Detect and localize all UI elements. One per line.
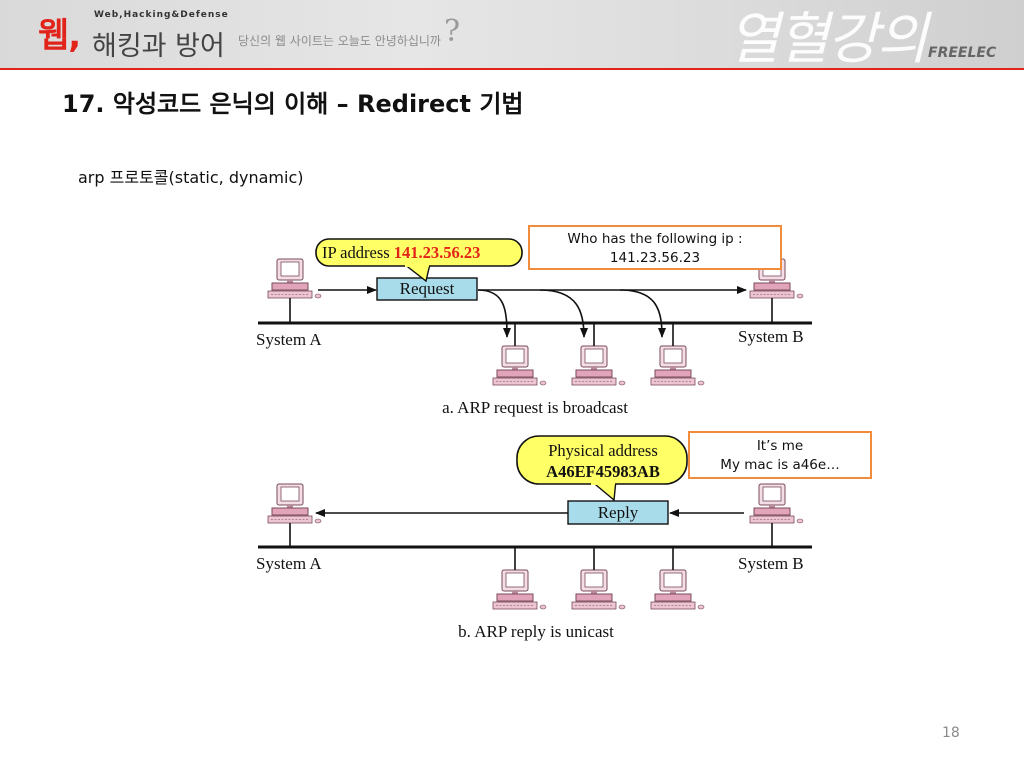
- logo-english-text: Web,Hacking&Defense: [94, 10, 229, 20]
- header-tagline-mark: ?: [444, 14, 461, 49]
- request-label: Request: [400, 279, 455, 298]
- broadcast-curve-1: [477, 289, 511, 338]
- ip-address-label: IP address: [322, 243, 390, 262]
- computer-icon-host-2a: [571, 345, 626, 386]
- computer-icon-system-b-b: [749, 483, 804, 524]
- caption-b: b. ARP reply is unicast: [458, 622, 614, 641]
- request-callout-line-1: Who has the following ip :: [567, 231, 743, 247]
- reply-label: Reply: [598, 503, 639, 522]
- request-callout: Who has the following ip : 141.23.56.23: [528, 225, 782, 270]
- slide-subtitle: arp 프로토콜(static, dynamic): [78, 168, 304, 187]
- request-callout-line-2: 141.23.56.23: [609, 250, 701, 266]
- broadcast-curve-2: [539, 289, 588, 338]
- reply-box: [567, 500, 669, 525]
- header-tagline: 당신의 웹 사이트는 오늘도 안녕하십니까: [238, 34, 441, 48]
- broadcast-curve-3: [619, 289, 666, 338]
- header-banner: 웹, Web,Hacking&Defense 해킹과 방어 당신의 웹 사이트는…: [0, 0, 1024, 70]
- ip-address-text: IP address 141.23.56.23: [322, 243, 480, 262]
- computer-icon-host-3a: [650, 345, 705, 386]
- reply-callout: It’s me My mac is a46e…: [688, 431, 872, 479]
- physical-address-label: Physical address: [548, 441, 658, 460]
- slide-title: 17. 악성코드 은닉의 이해 – Redirect 기법: [62, 90, 524, 118]
- caption-a: a. ARP request is broadcast: [442, 398, 628, 417]
- computer-icon-host-2b: [571, 569, 626, 610]
- publisher-logo: FREELEC: [928, 45, 997, 61]
- system-a-label-b: System A: [256, 554, 322, 573]
- reply-callout-line-2: My mac is a46e…: [720, 457, 840, 473]
- system-a-label-a: System A: [256, 330, 322, 349]
- page-number: 18: [942, 725, 960, 741]
- system-b-label-a: System B: [738, 327, 804, 346]
- physical-address-value: A46EF45983AB: [546, 462, 660, 481]
- ip-address-value: 141.23.56.23: [394, 243, 481, 262]
- decorative-calligraphy: 열혈강의: [728, 7, 928, 70]
- system-b-label-b: System B: [738, 554, 804, 573]
- computer-icon-host-1b: [492, 569, 547, 610]
- computer-icon-host-1a: [492, 345, 547, 386]
- computer-icon-system-a: [267, 258, 322, 299]
- logo-korean-text: 해킹과 방어: [92, 31, 225, 62]
- reply-callout-line-1: It’s me: [756, 438, 804, 454]
- computer-icon-host-3b: [650, 569, 705, 610]
- logo-web-text: 웹,: [38, 16, 81, 56]
- computer-icon-system-a-b: [267, 483, 322, 524]
